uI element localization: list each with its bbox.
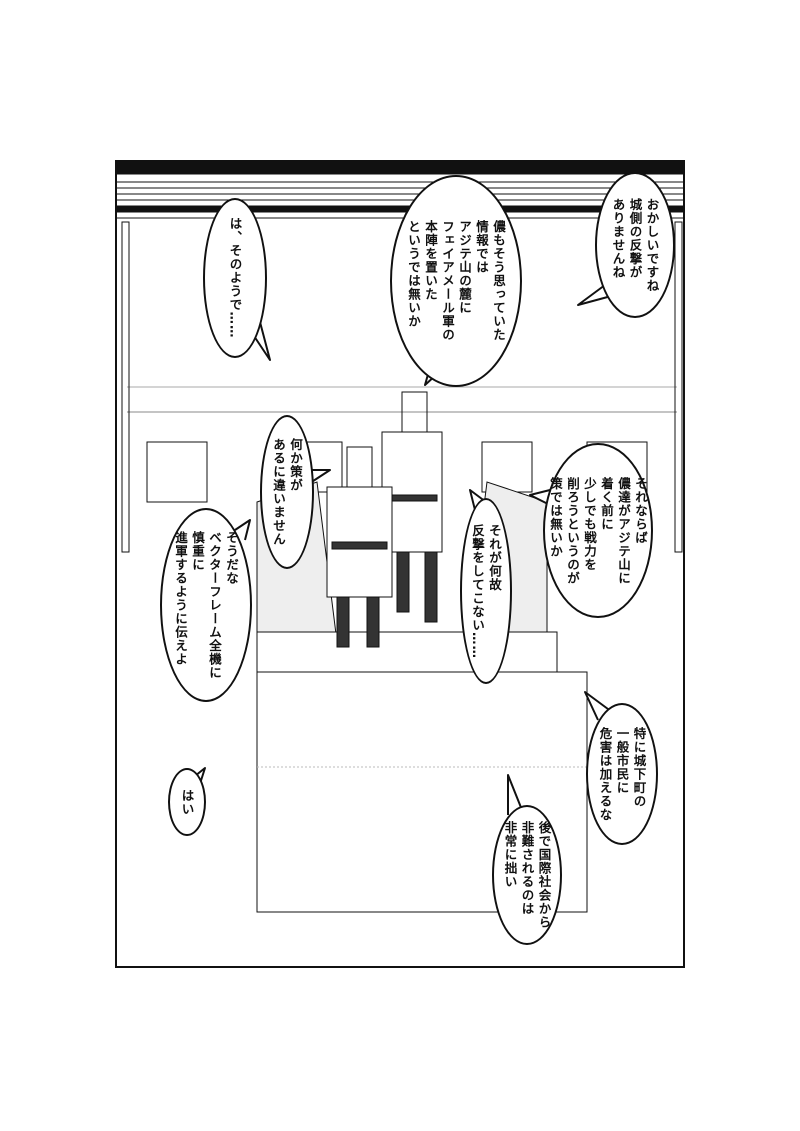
bubble-line: 策では無いか [548, 476, 563, 558]
speech-bubble: 儂もそう思っていた情報ではアジテ山の麓にフェイアメール軍の本陣を置いたというでは… [390, 175, 522, 387]
bubble-line: 非難されるのは [519, 821, 535, 916]
bubble-text: それならば儂達がアジテ山に着く前に少しでも戦力を削ろうというのが策では無いか [547, 477, 649, 585]
bubble-line: 本陣を置いた [423, 220, 438, 302]
bubble-line: あるに違いません [271, 438, 286, 546]
speech-bubble: それが何故反撃をしてこない…… [460, 498, 512, 684]
bubble-line: 情報では [474, 220, 489, 275]
bubble-line: 削ろうというのが [565, 476, 580, 585]
bubble-line: 着く前に [599, 476, 614, 531]
speech-bubble: は、そのようで…… [203, 198, 267, 358]
bubble-line: 慎重に [190, 530, 205, 572]
bubble-line: ベクターフレーム全機に [207, 530, 222, 680]
command-bridge-illustration [117, 162, 683, 913]
bubble-text: 特に城下町の一般市民に危害は加えるな [597, 727, 648, 822]
bubble-line: そうだな [224, 530, 239, 585]
bubble-line: それが何故 [487, 523, 502, 592]
bubble-line: 特に城下町の [631, 726, 647, 808]
bubble-line: というでは無いか [406, 220, 421, 329]
bubble-text: 後で国際社会から非難されるのは非常に拙い [502, 821, 553, 929]
bubble-text: はい [179, 789, 196, 816]
bubble-line: 進軍するように伝えよ [173, 530, 188, 666]
bubble-text: それが何故反撃をしてこない…… [469, 524, 503, 659]
bubble-line: 少しでも戦力を [582, 476, 597, 572]
speech-bubble: そうだなベクターフレーム全機に慎重に進軍するように伝えよ [160, 508, 252, 702]
speech-bubble: 何か策があるに違いません [260, 415, 314, 569]
bubble-line: は、そのようで…… [227, 217, 243, 339]
bubble-line: 儂もそう思っていた [491, 220, 506, 342]
bubble-line: アジテ山の麓に [457, 220, 472, 315]
bubble-line: 一般市民に [614, 726, 630, 795]
speech-bubble: 後で国際社会から非難されるのは非常に拙い [492, 805, 562, 945]
speech-bubble: はい [168, 768, 206, 836]
bubble-line: 城側の反撃が [627, 197, 643, 279]
bubble-line: 危害は加えるな [597, 726, 613, 822]
bubble-text: は、そのようで…… [227, 217, 244, 339]
bubble-line: 非常に拙い [502, 821, 518, 889]
speech-bubble: それならば儂達がアジテ山に着く前に少しでも戦力を削ろうというのが策では無いか [543, 443, 653, 618]
bubble-line: 後で国際社会から [536, 821, 552, 929]
bubble-text: 儂もそう思っていた情報ではアジテ山の麓にフェイアメール軍の本陣を置いたというでは… [405, 220, 507, 342]
bubble-line: フェイアメール軍の [440, 220, 455, 342]
bubble-line: はい [179, 788, 195, 816]
bubble-line: 何か策が [288, 438, 303, 492]
bubble-line: 儂達がアジテ山に [616, 476, 631, 585]
bubble-text: 何か策があるに違いません [270, 438, 304, 546]
bubble-text: そうだなベクターフレーム全機に慎重に進軍するように伝えよ [172, 531, 240, 680]
bubble-text: おかしいですね城側の反撃がありませんね [610, 198, 661, 293]
bubble-line: ありませんね [610, 197, 626, 279]
speech-bubble: 特に城下町の一般市民に危害は加えるな [586, 703, 658, 845]
bubble-line: おかしいですね [644, 197, 660, 293]
bubble-line: それならば [633, 476, 648, 545]
bubble-line: 反撃をしてこない…… [470, 523, 485, 659]
speech-bubble: おかしいですね城側の反撃がありませんね [595, 172, 675, 318]
